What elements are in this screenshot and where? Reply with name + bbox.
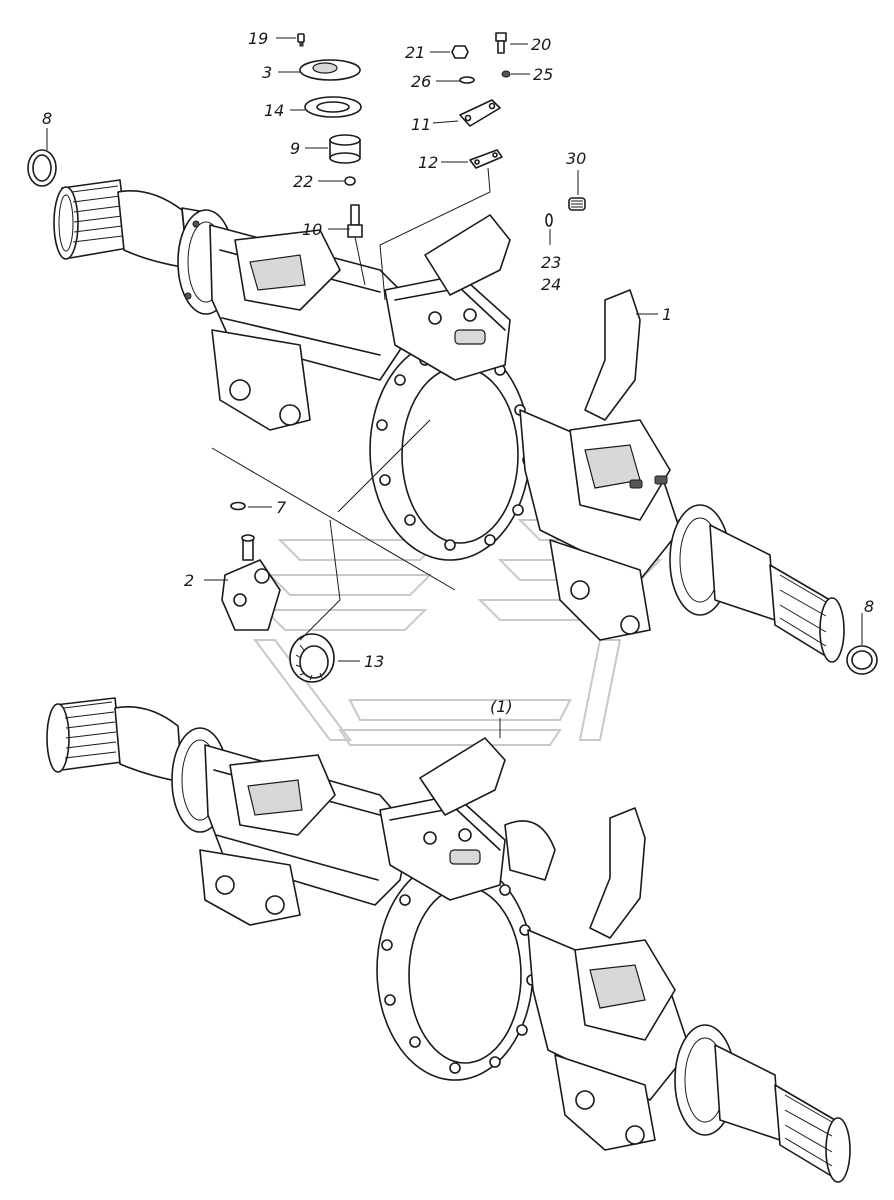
leader-lines — [46, 37, 863, 738]
callout-1-reference: (1) — [490, 697, 513, 716]
rear-bracket-upper — [424, 214, 511, 296]
callout-24: 24 — [541, 275, 561, 294]
callout-13: 13 — [364, 652, 384, 671]
part-7-ring — [230, 501, 246, 511]
part-19-screw — [297, 33, 305, 47]
right-axle-shaft-upper — [669, 504, 845, 663]
callout-26: 26 — [411, 72, 431, 91]
part-30-breather — [568, 197, 586, 211]
callout-9: 9 — [290, 139, 300, 158]
rear-bracket-lower — [419, 737, 506, 816]
callout-11: 11 — [411, 115, 431, 134]
part-21-nut — [451, 45, 469, 59]
callout-3: 3 — [262, 63, 272, 82]
arm-bracket-lower — [589, 807, 646, 939]
callout-20: 20 — [531, 35, 551, 54]
callout-labels: 19 3 14 9 22 10 21 20 26 25 11 12 30 23 … — [42, 29, 874, 716]
bracket-right-lower — [554, 1054, 656, 1151]
axle-housing-lower — [46, 697, 851, 1183]
part-12-gasket — [469, 149, 503, 169]
right-axle-shaft-lower — [674, 1024, 851, 1183]
arm-bracket-upper — [584, 289, 641, 421]
callout-25: 25 — [533, 65, 553, 84]
callout-2: 2 — [184, 571, 194, 590]
left-axle-shaft-lower — [46, 697, 229, 833]
callout-30: 30 — [566, 149, 586, 168]
callout-19: 19 — [248, 29, 268, 48]
callout-21: 21 — [405, 43, 425, 62]
part-3-cover — [299, 59, 361, 81]
callout-23: 23 — [541, 253, 561, 272]
part-13-gear — [289, 633, 335, 683]
part-26-washer — [459, 76, 475, 84]
callout-8-right: 8 — [864, 597, 874, 616]
part-23-24-ring — [545, 213, 553, 227]
part-2-sensor — [221, 534, 281, 631]
rear-cover-lower — [504, 820, 556, 881]
part-20-bolt — [495, 32, 507, 54]
part-11-plate — [459, 99, 501, 127]
callout-10: 10 — [302, 220, 322, 239]
part-8-seal-left — [27, 149, 57, 187]
callout-7: 7 — [276, 498, 287, 517]
axle-housing-upper — [53, 179, 845, 663]
callout-1: 1 — [662, 305, 672, 324]
part-14-gasket — [304, 96, 362, 118]
part-9-bushing — [329, 134, 361, 164]
callout-22: 22 — [293, 172, 313, 191]
part-8-seal-right — [846, 645, 878, 675]
flange-bolt-holes-lower — [381, 864, 538, 1074]
callout-14: 14 — [264, 101, 284, 120]
left-axle-shaft-upper — [53, 179, 235, 315]
bracket-right-upper — [549, 539, 651, 641]
part-22-nut — [344, 176, 356, 186]
callout-8-left: 8 — [42, 109, 52, 128]
part-10-stud — [347, 204, 366, 286]
callout-12: 12 — [418, 153, 438, 172]
part-25-washer — [501, 70, 511, 78]
